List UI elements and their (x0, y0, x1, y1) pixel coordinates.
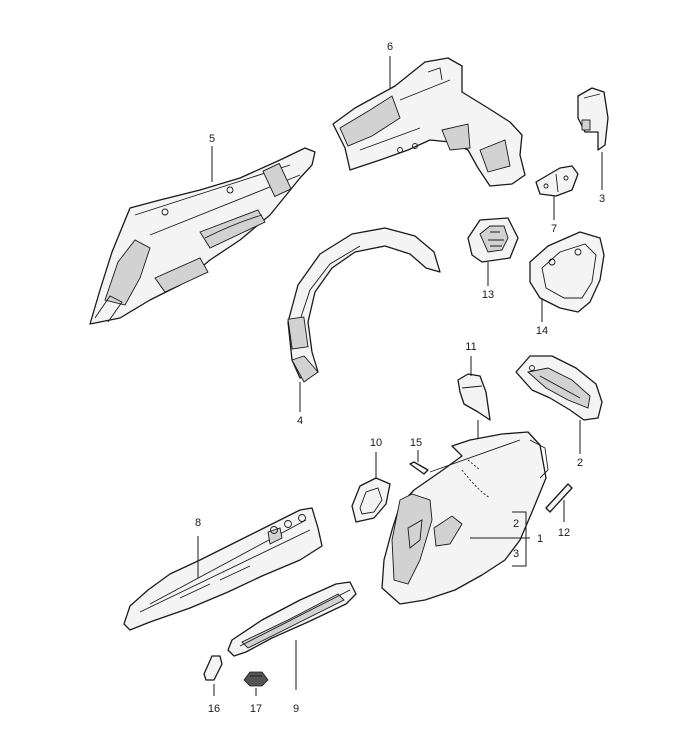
part-17-clip (243, 671, 269, 696)
callout-9: 9 (293, 703, 299, 715)
part-3-bracket (577, 87, 609, 190)
part-15-pin (409, 450, 429, 475)
callout-14: 14 (536, 325, 548, 337)
callout-4: 4 (297, 415, 303, 427)
callout-17: 17 (250, 703, 262, 715)
callout-15: 15 (410, 437, 422, 449)
part-6-quarter-upper-panel (332, 56, 526, 187)
part-14-wheelhouse-liner (529, 231, 605, 322)
callout-8: 8 (195, 517, 201, 529)
callout-12: 12 (558, 527, 570, 539)
callout-16: 16 (208, 703, 220, 715)
callout-1: 1 (537, 533, 543, 545)
part-10-gasket-ring (351, 452, 391, 523)
part-12-trim-strip (545, 483, 573, 522)
part-1-quarter-panel (381, 431, 549, 605)
part-8-rocker-inner (123, 507, 323, 631)
callout-11: 11 (465, 341, 476, 353)
callout-6: 6 (387, 41, 393, 53)
callout-2-top: 2 (577, 457, 583, 469)
part-7-mounting-bracket (535, 165, 579, 220)
callout-10: 10 (370, 437, 382, 449)
part-16-plug (203, 655, 223, 696)
part-9-rocker-outer (227, 581, 357, 690)
part-2-side-cover (515, 355, 603, 454)
callout-5: 5 (209, 133, 215, 145)
callout-3-group: 3 (513, 548, 519, 560)
callout-bracket-1 (512, 511, 527, 567)
callout-7: 7 (551, 223, 557, 235)
part-13-vent-plate (467, 217, 519, 286)
part-4-wheel-arch (287, 227, 441, 412)
callout-13: 13 (482, 289, 494, 301)
part-11-small-cover (457, 356, 491, 440)
callout-2-group: 2 (513, 518, 519, 530)
part-5-inner-quarter-panel (89, 146, 316, 325)
callout-3-top: 3 (599, 193, 605, 205)
